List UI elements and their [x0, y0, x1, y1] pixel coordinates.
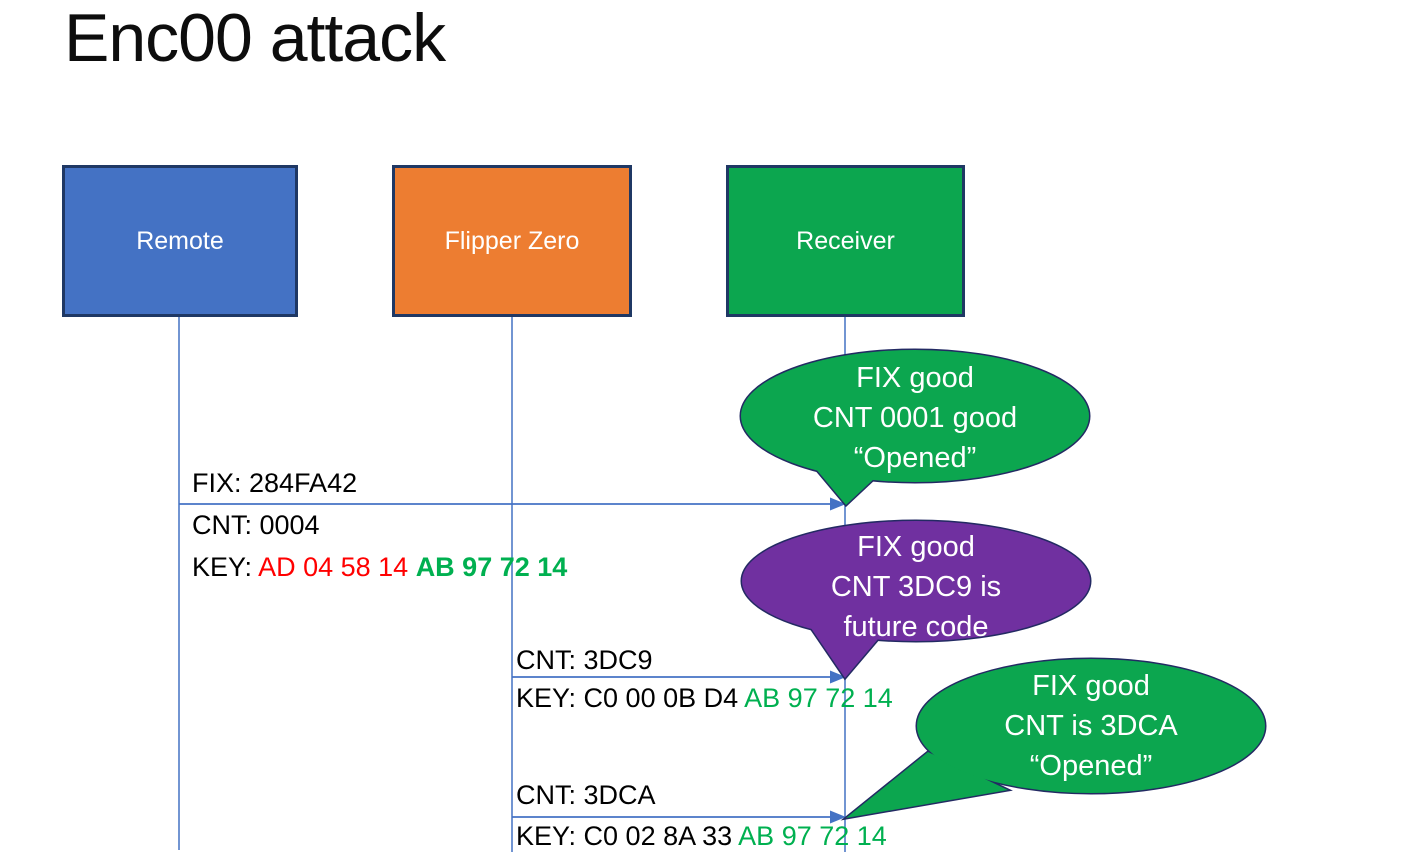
actor-label-remote: Remote — [136, 226, 224, 255]
message-3-key-fixed-part: AB 97 72 14 — [738, 821, 887, 851]
bubble-2-line-2: CNT 3DC9 is — [830, 571, 1002, 603]
message-arrow-1-head — [830, 497, 846, 511]
message-2-key-line: KEY: C0 00 0B D4 AB 97 72 14 — [516, 683, 893, 713]
callout-bubble-2 — [740, 519, 1092, 681]
message-1-cnt-line: CNT: 0004 — [192, 510, 320, 540]
message-1-key-line: KEY: AD 04 58 14 AB 97 72 14 — [192, 552, 567, 582]
bubble-1-line-2: CNT 0001 good — [812, 402, 1018, 434]
message-3-cnt-line: CNT: 3DCA — [516, 780, 656, 810]
bubble-2-text: FIX good CNT 3DC9 is future code — [742, 527, 1090, 647]
callout-bubble-3 — [840, 657, 1267, 821]
bubble-2-line-1: FIX good — [857, 531, 975, 563]
message-1-key-fixed-part: AB 97 72 14 — [415, 552, 568, 582]
message-2-key-fixed-part: AB 97 72 14 — [744, 683, 893, 713]
actor-label-receiver: Receiver — [796, 226, 895, 255]
callout-bubble-1 — [739, 348, 1091, 508]
message-1-fix-line: FIX: 284FA42 — [192, 468, 358, 498]
actor-box-receiver: Receiver — [726, 165, 965, 317]
bubble-1-line-1: FIX good — [856, 362, 974, 394]
bubble-1-text: FIX good CNT 0001 good “Opened” — [741, 358, 1089, 478]
bubble-3-text: FIX good CNT is 3DCA “Opened” — [917, 666, 1265, 786]
message-2-key-label: KEY: C0 00 0B D4 — [516, 683, 745, 713]
actor-label-flipper-zero: Flipper Zero — [444, 226, 580, 255]
callout-2-ellipse-fill — [742, 521, 1090, 641]
bubble-3-line-3: “Opened” — [1029, 750, 1153, 782]
callout-3-tail-fill — [846, 752, 1008, 818]
message-arrow-2 — [512, 670, 846, 684]
message-2-cnt-line: CNT: 3DC9 — [516, 645, 653, 675]
message-arrow-2-head — [830, 670, 846, 684]
bubble-2-line-3: future code — [843, 611, 989, 643]
message-arrow-1 — [179, 497, 846, 511]
callout-3-ellipse-fill — [917, 659, 1265, 793]
actor-box-flipper-zero: Flipper Zero — [392, 165, 632, 317]
bubble-1-line-3: “Opened” — [853, 442, 977, 474]
message-arrow-3 — [512, 810, 846, 824]
bubble-3-line-2: CNT is 3DCA — [1004, 710, 1178, 742]
message-1-key-label: KEY: — [192, 552, 259, 582]
message-arrow-3-head — [830, 810, 846, 824]
callout-1-ellipse-fill — [741, 350, 1089, 482]
message-3-key-label: KEY: C0 02 8A 33 — [516, 821, 739, 851]
slide-title: Enc00 attack — [64, 0, 446, 76]
message-1-key-changing-part: AD 04 58 14 — [258, 552, 416, 582]
message-3-key-line: KEY: C0 02 8A 33 AB 97 72 14 — [516, 821, 887, 851]
bubble-3-line-1: FIX good — [1032, 670, 1150, 702]
actor-box-remote: Remote — [62, 165, 298, 317]
